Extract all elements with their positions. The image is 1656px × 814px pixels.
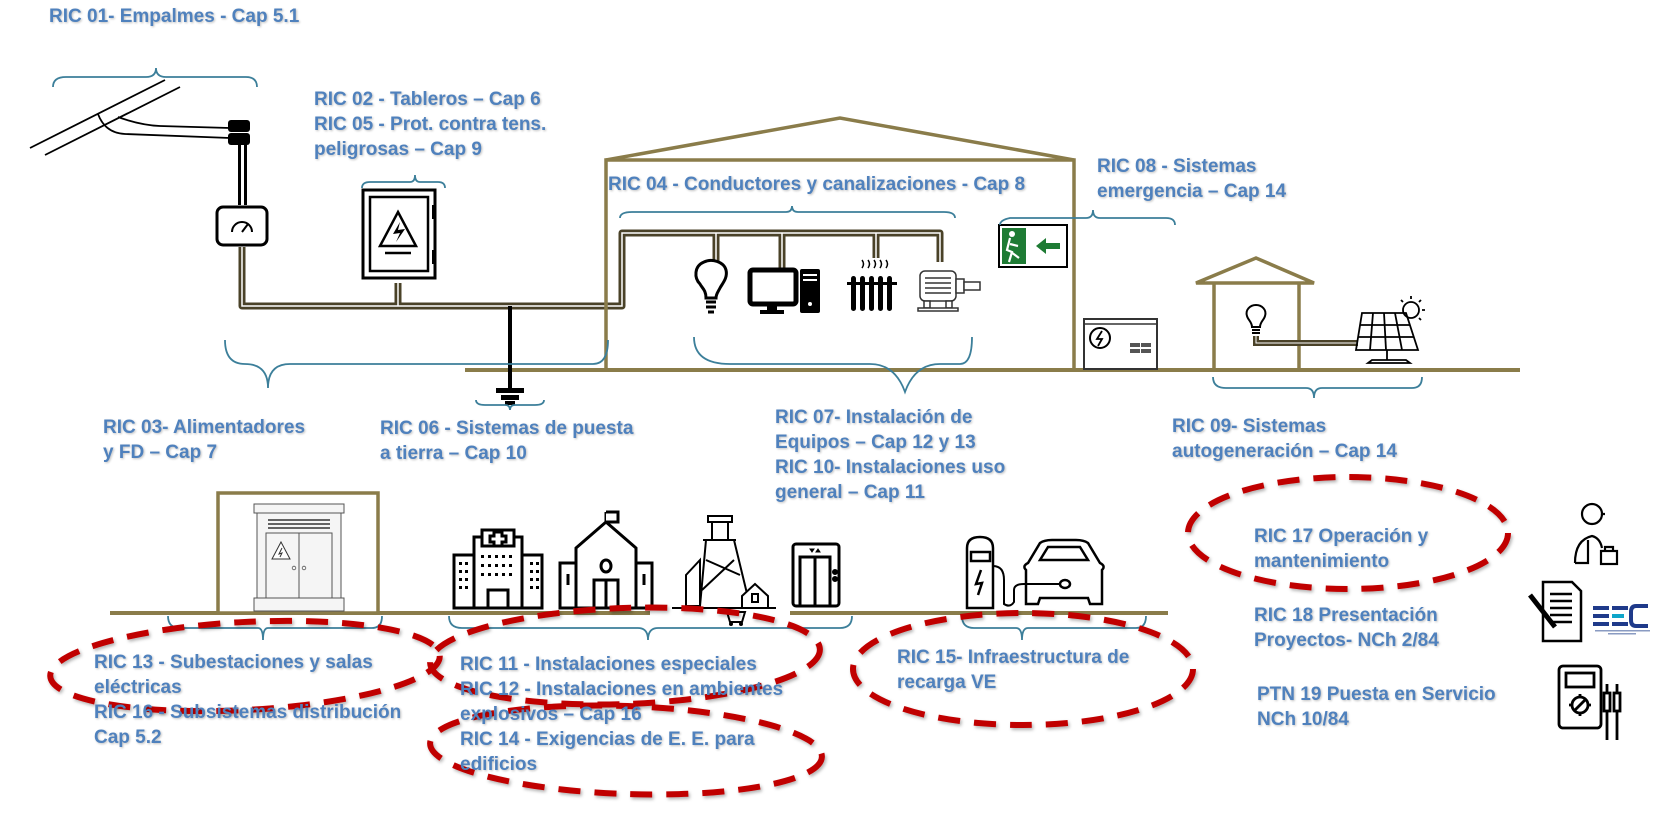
label-ric13-ric16: RIC 13 - Subestaciones y salas eléctrica… <box>94 650 401 750</box>
service-drop-connector-icon <box>228 120 250 205</box>
highlight-ric13 <box>47 617 443 715</box>
label-line: RIC 13 - Subestaciones y salas <box>94 652 373 673</box>
label-ric02-ric05: RIC 02 - Tableros – Cap 6 RIC 05 - Prot.… <box>314 87 546 162</box>
highlight-ric17 <box>1185 474 1511 592</box>
small-house <box>1195 256 1315 369</box>
small-house-bulb-icon <box>1245 303 1267 334</box>
highlight-ric14 <box>427 702 825 798</box>
label-line: RIC 04 - Conductores y canalizaciones - … <box>608 174 1026 195</box>
light-bulb-icon <box>694 258 728 314</box>
highlight-ric15 <box>850 610 1196 728</box>
electrical-panel-icon <box>361 188 437 280</box>
grounding-electrode-icon <box>496 306 524 405</box>
electric-motor-icon <box>917 270 981 312</box>
label-line: Cap 5.2 <box>94 727 162 748</box>
label-ptn19: PTN 19 Puesta en Servicio NCh 10/84 <box>1257 682 1496 732</box>
sec-logo <box>1593 604 1650 635</box>
highlight-ric11 <box>427 604 823 708</box>
computer-icon <box>747 267 820 314</box>
hospital-icon <box>452 528 544 610</box>
label-line: recarga VE <box>897 672 997 693</box>
label-line: peligrosas – Cap 9 <box>314 139 482 160</box>
label-line: edificios <box>460 754 538 775</box>
mining-headframe-icon <box>672 515 776 609</box>
label-line: RIC 05 - Prot. contra tens. <box>314 114 547 135</box>
school-icon <box>558 510 654 610</box>
label-line: RIC 14 - Exigencias de E. E. para <box>460 729 755 750</box>
brace-ric02 <box>361 174 446 189</box>
label-line: RIC 08 - Sistemas <box>1097 156 1257 177</box>
ev-charging-station-icon <box>965 535 1072 610</box>
brace-ric08 <box>999 209 1176 226</box>
label-line: RIC 15- Infraestructura de <box>897 647 1130 668</box>
label-line: RIC 18 Presentación <box>1254 605 1438 626</box>
label-line: NCh 10/84 <box>1257 709 1349 730</box>
substation-room <box>216 491 380 615</box>
label-line: RIC 03- Alimentadores <box>103 417 306 438</box>
feeder-conductors-inner <box>241 232 941 307</box>
label-line: autogeneración – Cap 14 <box>1172 441 1397 462</box>
multimeter-icon <box>1557 664 1622 740</box>
label-ric07-ric10: RIC 07- Instalación de Equipos – Cap 12 … <box>775 405 1005 505</box>
brace-ric11 <box>448 615 853 641</box>
brace-ric03 <box>224 339 609 389</box>
brace-ric06 <box>475 399 545 411</box>
label-line: RIC 12 - Instalaciones en ambientes <box>460 679 784 700</box>
feeder-conductors <box>238 229 944 310</box>
label-line: PTN 19 Puesta en Servicio <box>1257 684 1496 705</box>
label-ric15: RIC 15- Infraestructura de recarga VE <box>897 645 1129 695</box>
label-ric06: RIC 06 - Sistemas de puesta a tierra – C… <box>380 416 633 466</box>
label-line: emergencia – Cap 14 <box>1097 181 1287 202</box>
label-line: a tierra – Cap 10 <box>380 443 527 464</box>
label-ric03: RIC 03- Alimentadores y FD – Cap 7 <box>103 415 305 465</box>
highlight-ellipses <box>47 474 1511 798</box>
label-line: RIC 06 - Sistemas de puesta <box>380 418 634 439</box>
label-ric11-ric12-ric14: RIC 11 - Instalaciones especiales RIC 12… <box>460 652 783 777</box>
label-ric18: RIC 18 Presentación Proyectos- NCh 2/84 <box>1254 603 1439 653</box>
label-line: RIC 09- Sistemas <box>1172 416 1327 437</box>
label-line: general – Cap 11 <box>775 482 925 503</box>
emergency-generator-icon <box>1083 318 1158 370</box>
label-ric01: RIC 01- Empalmes - Cap 5.1 <box>49 4 299 29</box>
label-line: eléctricas <box>94 677 182 698</box>
label-line: mantenimiento <box>1254 551 1390 572</box>
label-line: y FD – Cap 7 <box>103 442 218 463</box>
overhead-line-icon <box>29 79 231 156</box>
radiator-icon <box>847 259 897 311</box>
label-ric09: RIC 09- Sistemas autogeneración – Cap 14 <box>1172 414 1397 464</box>
label-ric08: RIC 08 - Sistemas emergencia – Cap 14 <box>1097 154 1286 204</box>
label-line: RIC 10- Instalaciones uso <box>775 457 1006 478</box>
emergency-exit-sign-icon <box>998 224 1068 268</box>
energy-meter-icon <box>215 205 269 247</box>
label-line: RIC 07- Instalación de <box>775 407 973 428</box>
label-line: RIC 02 - Tableros – Cap 6 <box>314 89 541 110</box>
label-line: RIC 16 - Subsistemas distribución <box>94 702 402 723</box>
label-line: RIC 17 Operación y <box>1254 526 1429 547</box>
label-line: explosivos – Cap 16 <box>460 704 642 725</box>
brace-ric04 <box>619 205 956 219</box>
main-building <box>604 116 1076 370</box>
label-line: Proyectos- NCh 2/84 <box>1254 630 1439 651</box>
technician-icon <box>1573 502 1619 566</box>
project-document-icon <box>1528 580 1583 643</box>
label-ric17: RIC 17 Operación y mantenimiento <box>1254 524 1428 574</box>
electric-car-icon <box>1023 538 1105 606</box>
brace-ric07 <box>693 336 973 395</box>
label-line: RIC 01- Empalmes - Cap 5.1 <box>49 6 300 27</box>
brace-ric09 <box>1212 376 1423 399</box>
braces <box>52 67 1423 641</box>
label-line: RIC 11 - Instalaciones especiales <box>460 654 757 675</box>
brace-ric01 <box>52 67 258 88</box>
elevator-icon <box>791 542 841 608</box>
label-ric04: RIC 04 - Conductores y canalizaciones - … <box>608 172 1025 197</box>
pv-feeder-conductor <box>1253 336 1358 346</box>
solar-panel-icon <box>1354 296 1425 364</box>
label-line: Equipos – Cap 12 y 13 <box>775 432 976 453</box>
